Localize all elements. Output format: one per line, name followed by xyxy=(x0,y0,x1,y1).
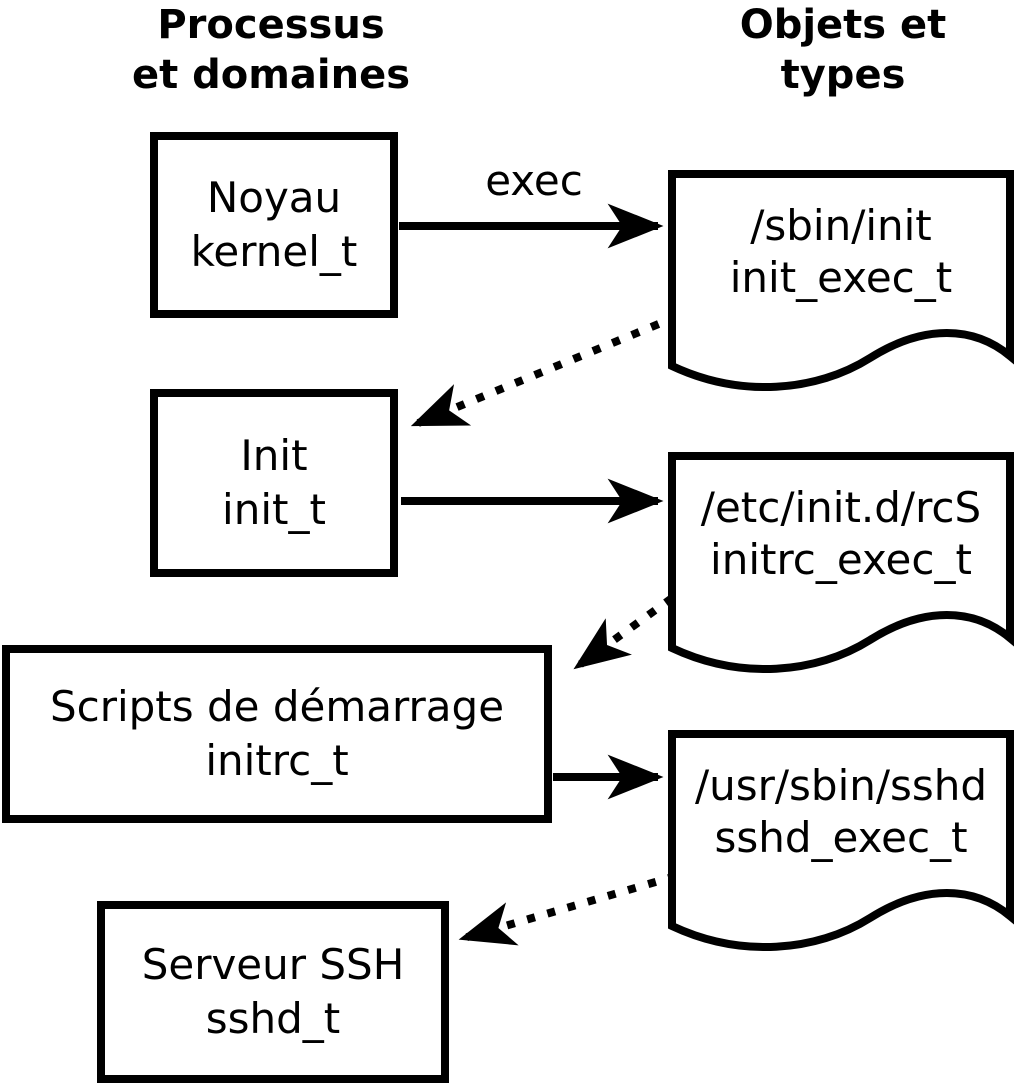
transition-arrow-to-sshd-domain xyxy=(458,872,678,946)
process-name: Serveur SSH xyxy=(141,940,405,989)
process-domain: kernel_t xyxy=(190,227,358,276)
process-domain: sshd_t xyxy=(205,994,341,1043)
document-shape-icon xyxy=(668,452,1014,673)
process-box-kernel: Noyau kernel_t xyxy=(150,132,398,318)
process-box-initrc: Scripts de démarrage initrc_t xyxy=(2,645,552,823)
process-box-sshd: Serveur SSH sshd_t xyxy=(97,901,449,1083)
transition-arrow-to-init-domain xyxy=(410,312,680,428)
header-line: et domaines xyxy=(131,52,411,98)
file-path: /usr/sbin/sshd xyxy=(694,761,988,810)
process-box-init: Init init_t xyxy=(150,389,398,577)
file-object-rcs: /etc/init.d/rcS initrc_exec_t xyxy=(668,452,1014,678)
exec-arrow-label: exec xyxy=(485,156,583,205)
file-type: initrc_exec_t xyxy=(710,535,972,584)
process-domain: initrc_t xyxy=(205,736,349,785)
file-object-sshd: /usr/sbin/sshd sshd_exec_t xyxy=(668,730,1014,956)
process-domain: init_t xyxy=(222,485,326,534)
process-name: Scripts de démarrage xyxy=(49,682,505,731)
document-shape-icon xyxy=(668,730,1014,951)
file-path: /etc/init.d/rcS xyxy=(700,483,982,532)
document-shape-icon xyxy=(668,170,1014,391)
process-name: Init xyxy=(240,431,308,480)
process-name: Noyau xyxy=(206,173,342,222)
header-line: Objets et xyxy=(739,2,947,48)
transition-arrow-to-initrc-domain xyxy=(573,594,675,670)
column-header-objects: Objets et types xyxy=(740,0,947,100)
file-type: init_exec_t xyxy=(729,253,953,302)
file-path: /sbin/init xyxy=(750,201,932,250)
header-line: Processus xyxy=(157,2,385,48)
file-type: sshd_exec_t xyxy=(714,813,968,862)
header-line: types xyxy=(780,52,906,98)
file-object-init: /sbin/init init_exec_t xyxy=(668,170,1014,396)
column-header-processes: Processus et domaines xyxy=(132,0,410,100)
